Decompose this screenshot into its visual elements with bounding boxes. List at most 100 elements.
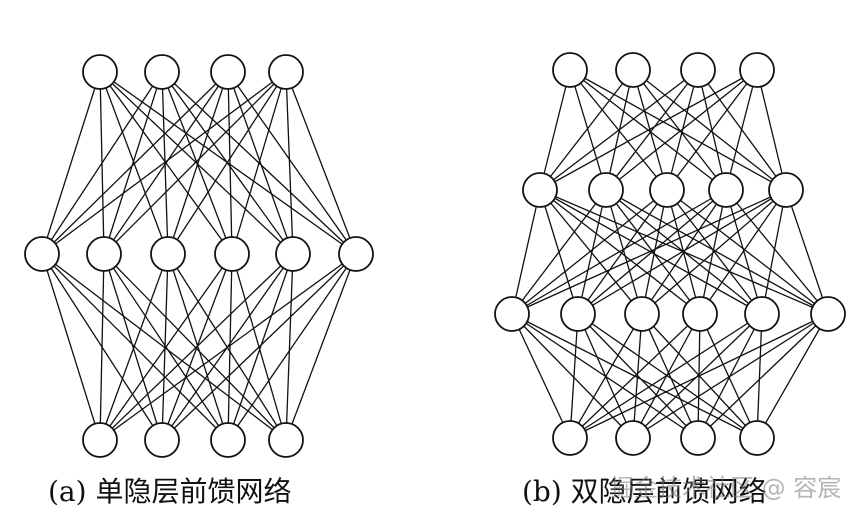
connection-a-L1-1-1 [103,253,163,441]
connection-a-L0-2-5 [227,71,357,255]
connection-a-L0-1-3 [161,71,233,255]
connection-a-L1-1-0 [99,253,105,441]
neuron-a-L0-3 [268,54,304,90]
connection-a-L0-2-1 [103,71,229,255]
neuron-b-L3-0 [552,420,588,456]
watermark: 掘金技术社区 @ 容宸 [610,474,842,502]
connection-b-L1-1-2 [605,189,643,315]
nodes-b [494,52,846,456]
connection-b-L0-3-0 [539,69,758,191]
connection-b-L1-3-1 [577,189,727,315]
connection-b-L0-2-0 [539,69,699,191]
connection-a-L1-4-0 [99,253,294,441]
neuron-b-L2-3 [682,296,718,332]
edges-b [511,69,829,439]
neuron-a-L1-5 [338,236,374,272]
connection-a-L0-3-3 [231,71,287,255]
connection-b-L1-4-5 [785,189,829,315]
connection-a-L1-2-0 [99,253,169,441]
connection-a-L0-3-4 [285,71,294,255]
neuron-b-L0-1 [615,52,651,88]
neuron-b-L0-3 [739,52,775,88]
neuron-b-L1-2 [649,172,685,208]
caption-a: (a) 单隐层前馈网络 [48,475,292,508]
connection-b-L0-3-2 [666,69,758,191]
connection-a-L1-3-0 [99,253,233,441]
neuron-a-L0-1 [144,54,180,90]
neuron-a-L0-0 [82,54,118,90]
neuron-a-L2-3 [268,422,304,458]
connection-b-L0-2-1 [605,69,699,191]
connection-a-L0-2-2 [167,71,229,255]
neuron-b-L3-1 [615,420,651,456]
neuron-a-L2-2 [210,422,246,458]
neuron-a-L1-3 [214,236,250,272]
connection-b-L2-3-3 [699,313,758,439]
nodes-a [24,54,374,458]
connection-a-L1-4-2 [227,253,294,441]
connection-b-L1-3-0 [511,189,727,315]
connection-a-L0-1-0 [41,71,163,255]
connection-b-L1-1-0 [511,189,607,315]
connection-b-L0-3-3 [725,69,758,191]
connection-b-L1-2-5 [666,189,829,315]
neuron-b-L1-0 [522,172,558,208]
connection-b-L1-2-0 [511,189,668,315]
connection-b-L1-1-1 [577,189,607,315]
connection-b-L1-2-2 [641,189,668,315]
network-a-single-hidden-layer [24,54,374,458]
connection-a-L1-5-2 [227,253,357,441]
connection-b-L0-1-3 [632,69,727,191]
neuron-b-L2-0 [494,296,530,332]
connection-b-L2-5-1 [632,313,829,439]
neuron-b-L2-5 [810,296,846,332]
connection-a-L1-0-2 [41,253,229,441]
neuron-b-L1-3 [708,172,744,208]
connection-a-L1-3-2 [227,253,233,441]
connection-b-L2-1-0 [569,313,579,439]
neuron-a-L0-2 [210,54,246,90]
neuron-b-L0-2 [680,52,716,88]
connection-a-L1-2-2 [167,253,229,441]
connection-a-L1-5-3 [285,253,357,441]
connection-a-L0-0-2 [99,71,169,255]
connection-a-L1-5-1 [161,253,357,441]
connection-b-L2-5-0 [569,313,829,439]
connection-a-L0-3-1 [103,71,287,255]
connection-a-L1-2-1 [161,253,169,441]
connection-a-L0-1-1 [103,71,163,255]
connection-b-L2-4-3 [756,313,763,439]
connection-b-L0-1-2 [632,69,668,191]
connection-b-L2-0-0 [511,313,571,439]
connection-a-L0-2-3 [227,71,233,255]
neuron-a-L1-1 [86,236,122,272]
neuron-a-L2-1 [144,422,180,458]
connection-b-L2-2-0 [569,313,643,439]
neuron-b-L3-3 [739,420,775,456]
connection-a-L1-0-3 [41,253,287,441]
connection-b-L0-1-0 [539,69,634,191]
connection-b-L1-4-0 [511,189,787,315]
connection-b-L1-0-2 [539,189,643,315]
connection-a-L0-2-0 [41,71,229,255]
connection-a-L1-5-0 [99,253,357,441]
neuron-b-L2-2 [624,296,660,332]
connection-b-L0-3-1 [605,69,758,191]
connection-b-L1-3-2 [641,189,727,315]
connection-a-L1-4-3 [285,253,294,441]
connection-b-L0-1-4 [632,69,787,191]
connection-b-L0-0-0 [539,69,571,191]
connection-a-L1-0-0 [41,253,101,441]
neuron-b-L1-1 [588,172,624,208]
neuron-b-L2-1 [560,296,596,332]
network-b-double-hidden-layer [494,52,846,456]
connection-b-L0-3-4 [756,69,787,191]
connection-b-L0-0-4 [569,69,787,191]
neuron-a-L1-4 [275,236,311,272]
connection-b-L1-3-5 [725,189,829,315]
neuron-b-L0-0 [552,52,588,88]
connection-b-L1-4-3 [699,189,787,315]
connection-b-L1-4-1 [577,189,787,315]
neuron-b-L3-2 [680,420,716,456]
connection-b-L2-5-3 [756,313,829,439]
